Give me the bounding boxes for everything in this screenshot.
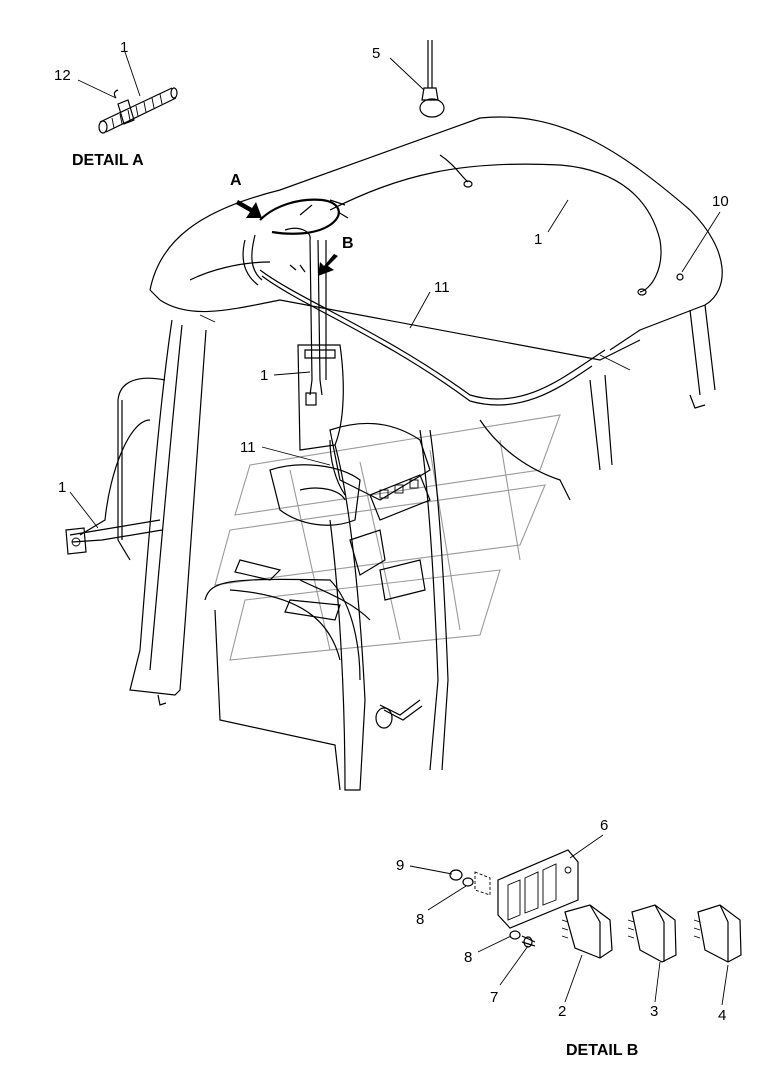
- callout-11-dash: 11: [240, 439, 256, 456]
- callout-11-roof: 11: [434, 279, 450, 296]
- antenna-drawing: [389, 40, 445, 118]
- callout-7: 7: [490, 989, 498, 1006]
- central-harness: [236, 198, 349, 406]
- watermark-logo: [214, 414, 561, 661]
- detail-a-label: DETAIL A: [72, 152, 144, 169]
- callout-6: 6: [600, 817, 608, 834]
- view-arrow-b-label: B: [342, 235, 354, 252]
- callout-1-left: 1: [58, 479, 66, 496]
- callout-10: 10: [712, 193, 729, 210]
- detail-b-drawing: [449, 849, 742, 963]
- cab-roof: [149, 116, 723, 406]
- callout-2: 2: [558, 1003, 566, 1020]
- callout-12: 12: [54, 67, 71, 84]
- switch-3: [627, 904, 677, 963]
- switch-2: [561, 904, 613, 959]
- cab-interior: [234, 422, 431, 621]
- callout-3: 3: [650, 1003, 658, 1020]
- detail-b-label: DETAIL B: [566, 1042, 638, 1059]
- switch-4: [693, 904, 742, 963]
- detail-a-drawing: [77, 51, 178, 134]
- callout-5: 5: [372, 45, 380, 62]
- callout-9: 9: [396, 857, 404, 874]
- cab-frame: [65, 304, 716, 791]
- callout-8-upper: 8: [416, 911, 424, 928]
- callout-1-pillar: 1: [260, 367, 268, 384]
- callout-1-roof: 1: [534, 231, 542, 248]
- callout-8-lower: 8: [464, 949, 472, 966]
- callout-4: 4: [718, 1007, 726, 1024]
- callout-1-detail-a: 1: [120, 39, 128, 56]
- view-arrow-a-label: A: [230, 172, 242, 189]
- labels: 1 12 DETAIL A 5 A B 10 1 11 1 11 1 6 9 8…: [54, 39, 729, 1059]
- leader-lines: [69, 199, 729, 1006]
